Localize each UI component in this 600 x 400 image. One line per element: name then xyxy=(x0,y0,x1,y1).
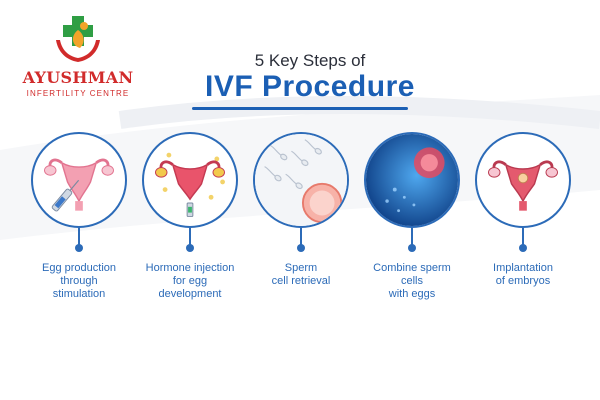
brand-logo[interactable]: AYUSHMAN INFERTILITY CENTRE xyxy=(18,12,138,102)
step-3-label: Sperm cell retrieval xyxy=(271,262,331,287)
step-1-label: Egg production through stimulation xyxy=(42,262,116,300)
heading-subtitle: 5 Key Steps of xyxy=(254,51,366,70)
step-4: Combine sperm cells with eggs xyxy=(358,132,468,302)
uterus-syringe-icon xyxy=(44,158,114,212)
step-4-dot xyxy=(408,244,416,252)
step-2: Hormone injection for egg development xyxy=(136,132,246,302)
step-2-connector xyxy=(189,228,191,246)
step-5-dot xyxy=(519,244,527,252)
step-5-image xyxy=(475,132,571,228)
step-1-image xyxy=(31,132,127,228)
step-2-image xyxy=(142,132,238,228)
uterus-implantation-icon xyxy=(488,160,558,211)
step-1-dot xyxy=(75,244,83,252)
step-5-label: Implantation of embryos xyxy=(493,262,553,287)
brand-subtitle: INFERTILITY CENTRE xyxy=(26,89,130,98)
step-3: Sperm cell retrieval xyxy=(247,132,357,302)
step-2-dot xyxy=(186,244,194,252)
step-3-connector xyxy=(300,228,302,246)
step-2-label: Hormone injection for egg development xyxy=(145,262,235,300)
logo-mark-icon xyxy=(56,16,100,62)
title-underline xyxy=(192,107,408,110)
hormone-injection-icon xyxy=(155,152,225,217)
sperm-egg-icon xyxy=(255,134,347,226)
step-5: Implantation of embryos xyxy=(469,132,579,302)
brand-name: AYUSHMAN xyxy=(22,68,134,87)
step-4-connector xyxy=(411,228,413,246)
step-5-connector xyxy=(522,228,524,246)
step-3-image xyxy=(253,132,349,228)
step-4-label: Combine sperm cells with eggs xyxy=(373,262,451,300)
page-title: IVF Procedure xyxy=(205,70,415,103)
fertilization-icon xyxy=(366,134,458,226)
step-1-connector xyxy=(78,228,80,246)
step-3-dot xyxy=(297,244,305,252)
step-4-image xyxy=(364,132,460,228)
step-1: Egg production through stimulation xyxy=(25,132,135,302)
